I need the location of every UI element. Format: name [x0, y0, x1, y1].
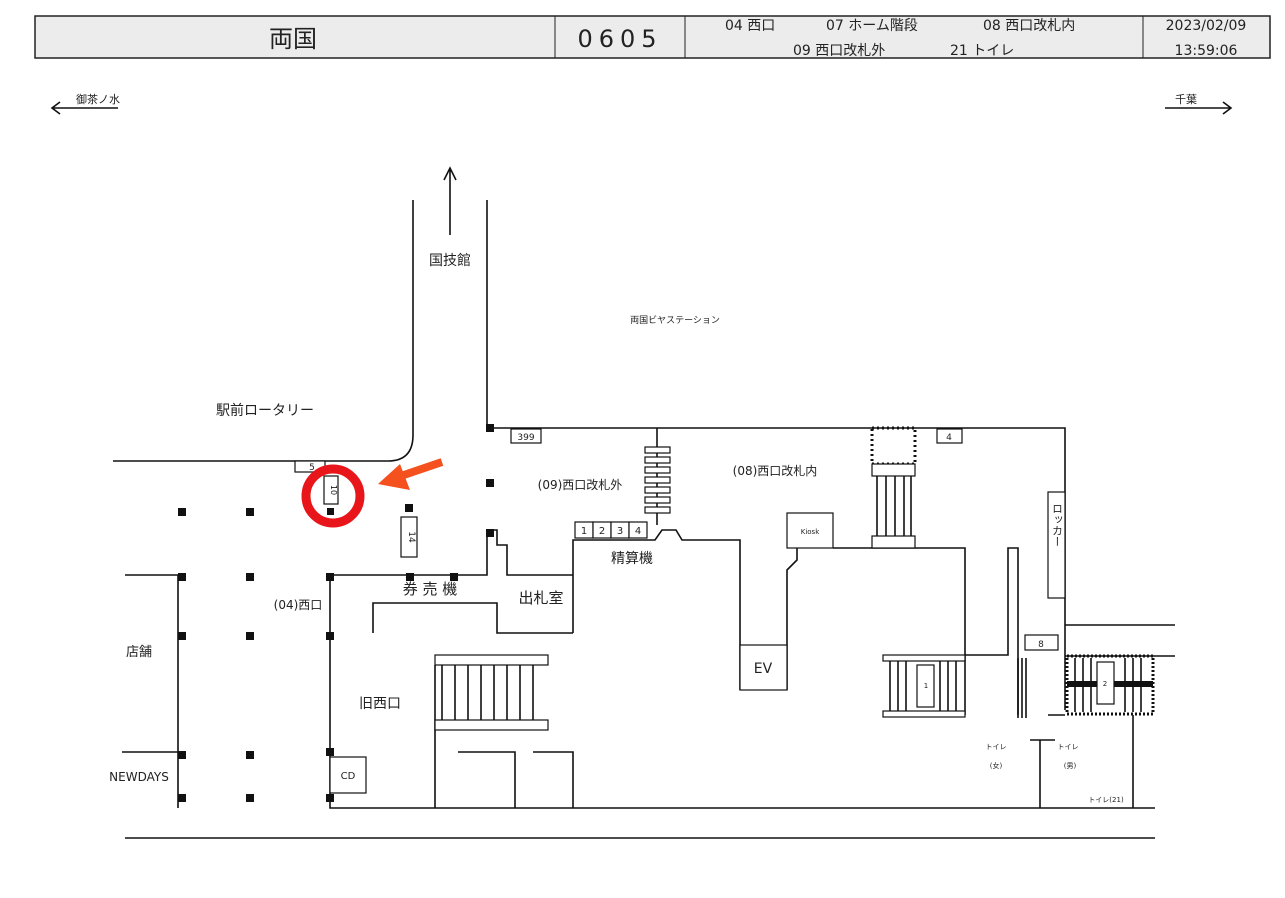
station-name: 両国: [269, 25, 317, 53]
legend-21: 21 トイレ: [950, 43, 1014, 59]
legend-09: 09 西口改札外: [793, 43, 885, 59]
label-west-exit: (04)西口: [274, 598, 323, 612]
kiosk-label: Kiosk: [801, 528, 820, 536]
label-ticket-machine: 券 売 機: [403, 580, 458, 598]
marker-14: 14: [406, 531, 416, 543]
label-ticket-office: 出札室: [518, 589, 563, 607]
legend-08: 08 西口改札内: [983, 18, 1075, 34]
ev-label: EV: [754, 661, 773, 677]
label-shop: 店舗: [126, 645, 152, 660]
locker-box: [1047, 491, 1066, 599]
direction-left-arrow-icon: 御茶ノ水: [50, 92, 120, 115]
escalator-top: [870, 426, 917, 549]
label-toilet-f-sub: (女): [990, 761, 1003, 770]
label-newdays: NEWDAYS: [109, 770, 169, 784]
marker-399: 399: [517, 433, 534, 443]
highlight-arrow-icon: [378, 458, 444, 490]
gate-2: 2: [599, 526, 605, 537]
locker-label: ロッカー: [1051, 503, 1064, 547]
marker-4: 4: [946, 433, 952, 443]
marker-8: 8: [1038, 640, 1044, 650]
stairs-2-label: 2: [1103, 680, 1107, 688]
pillars: [178, 424, 494, 802]
time: 13:59:06: [1175, 43, 1238, 59]
label-kokugikan: 国技館: [429, 252, 471, 269]
ev-box: [739, 644, 788, 691]
label-gate-inside: (08)西口改札内: [733, 464, 818, 478]
direction-left-label: 御茶ノ水: [76, 92, 120, 106]
stairs-old-west: [434, 654, 549, 731]
stairs-1-label: 1: [924, 682, 928, 690]
date: 2023/02/09: [1166, 18, 1247, 34]
cd-box: [329, 756, 367, 794]
home-stairs-1: 1: [882, 654, 966, 718]
header-bar: 両国 0605 04 西口 07 ホーム階段 08 西口改札内 09 西口改札外…: [34, 15, 1271, 59]
highlight-circle: [301, 464, 365, 528]
direction-right-label: 千葉: [1175, 92, 1197, 106]
marker-10: 10: [329, 485, 338, 495]
station-code: 0605: [577, 25, 662, 53]
legend-04: 04 西口: [725, 18, 775, 34]
walls: [113, 166, 1175, 839]
label-beer-station: 両国ビヤステーション: [630, 315, 720, 326]
direction-right-arrow-icon: 千葉: [1165, 92, 1233, 115]
stairs-gate: [644, 428, 671, 525]
label-toilet-m: トイレ: [1058, 743, 1079, 751]
label-toilet-m-sub: (男): [1064, 762, 1077, 770]
label-toilet-f: トイレ: [986, 743, 1007, 751]
gate-3: 3: [617, 526, 623, 537]
gate-1: 1: [581, 526, 587, 537]
cd-label: CD: [341, 771, 356, 782]
label-fare-adjust: 精算機: [611, 551, 653, 567]
legend-07: 07 ホーム階段: [826, 18, 918, 34]
marker-5: 5: [309, 463, 315, 473]
label-rotary: 駅前ロータリー: [216, 402, 314, 419]
label-toilet-21: トイレ(21): [1088, 796, 1124, 804]
kiosk-box: [786, 512, 834, 549]
fare-gates: 1 2 3 4: [574, 521, 648, 539]
home-stairs-2: 2: [1065, 654, 1155, 716]
gate-4: 4: [635, 526, 641, 537]
label-old-west-exit: 旧西口: [359, 696, 401, 712]
marker-399-box: [510, 428, 542, 444]
label-gate-outside: (09)西口改札外: [538, 478, 623, 492]
